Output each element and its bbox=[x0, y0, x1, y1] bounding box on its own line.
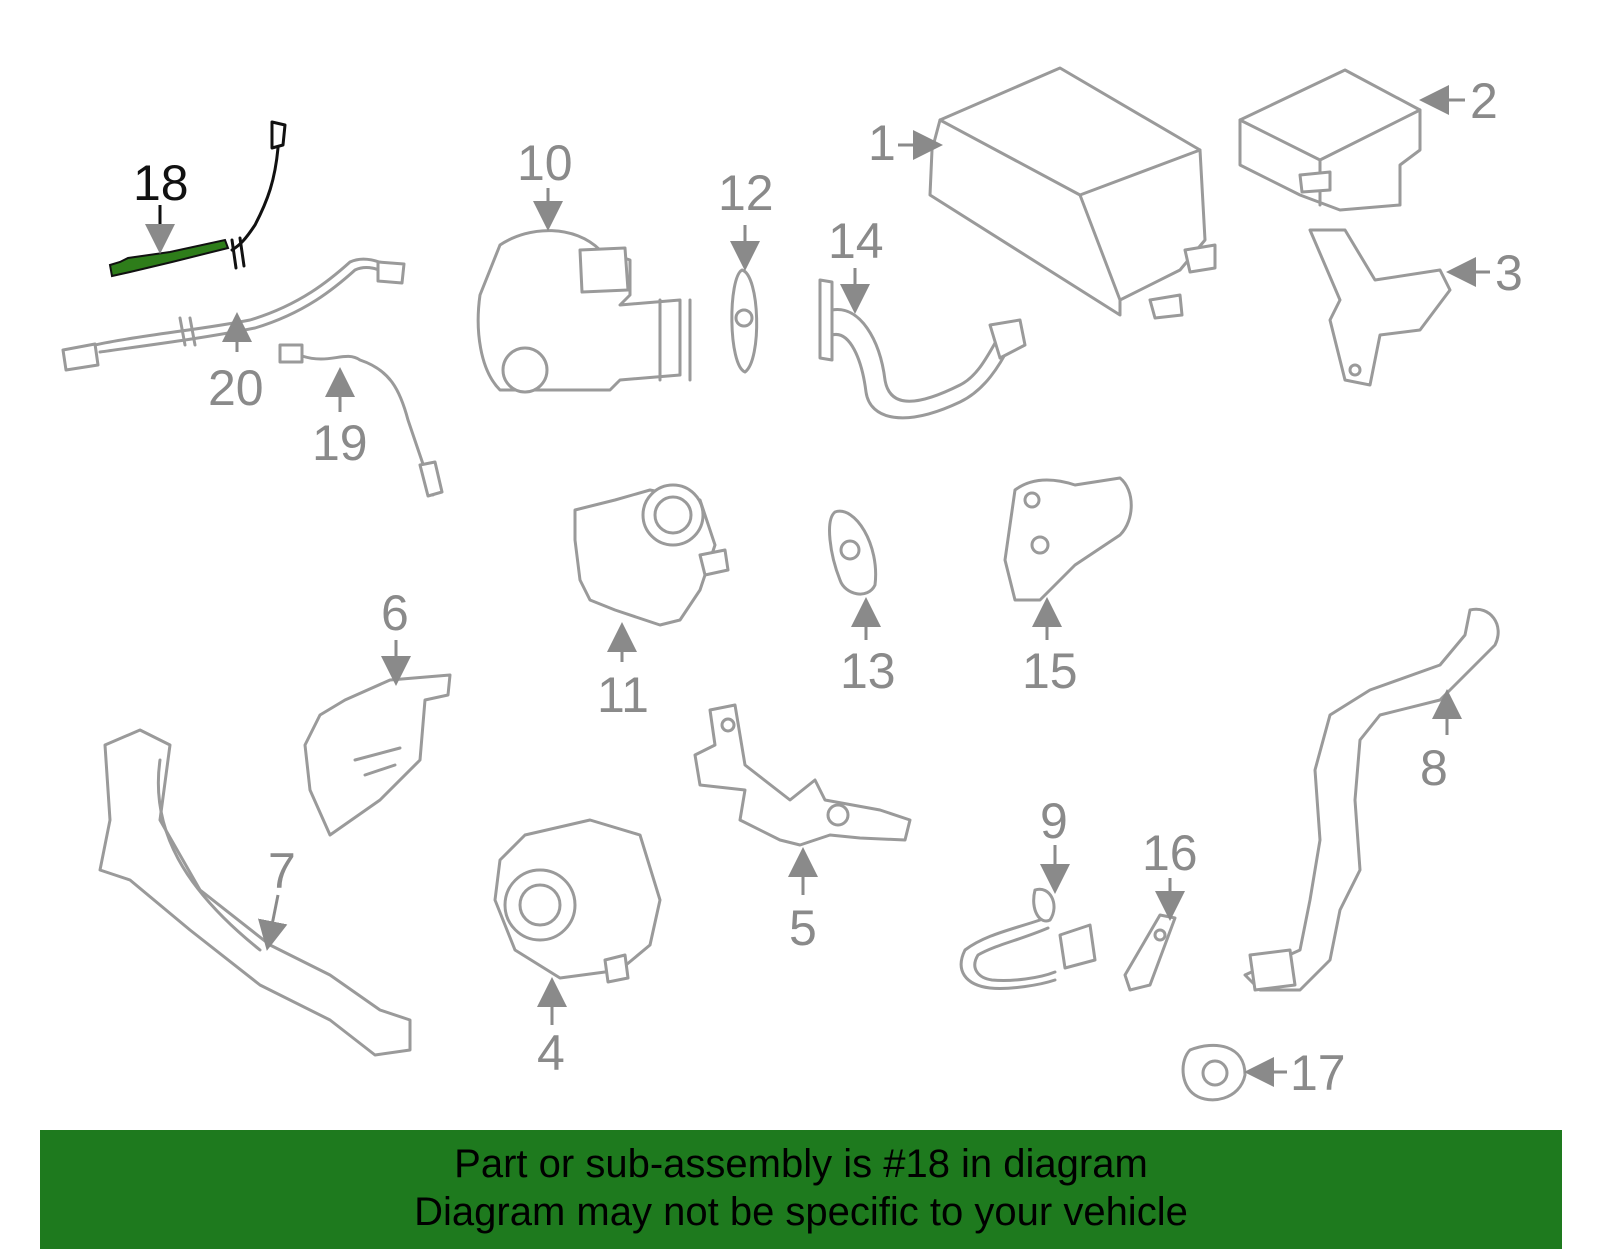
part-label-10: 10 bbox=[517, 135, 573, 191]
info-banner: Part or sub-assembly is #18 in diagram D… bbox=[40, 1130, 1562, 1249]
part-label-4: 4 bbox=[537, 1025, 565, 1081]
part-label-5: 5 bbox=[789, 900, 817, 956]
part-11-valve[interactable] bbox=[573, 483, 730, 627]
part-label-17: 17 bbox=[1290, 1045, 1346, 1101]
part-label-19: 19 bbox=[312, 415, 368, 471]
banner-line-1: Part or sub-assembly is #18 in diagram bbox=[454, 1142, 1148, 1186]
part-label-15: 15 bbox=[1022, 643, 1078, 699]
part-label-9: 9 bbox=[1040, 793, 1068, 849]
part-8-pipe[interactable] bbox=[1243, 607, 1500, 992]
part-4-air-pump[interactable] bbox=[493, 818, 662, 984]
part-label-11: 11 bbox=[597, 667, 649, 723]
banner-line-2: Diagram may not be specific to your vehi… bbox=[414, 1190, 1188, 1234]
part-20-harness[interactable] bbox=[61, 257, 406, 372]
part-1-canister[interactable] bbox=[928, 66, 1217, 320]
part-7-pipe[interactable] bbox=[98, 728, 412, 1057]
part-label-20: 20 bbox=[208, 360, 264, 416]
part-3-bracket[interactable] bbox=[1308, 228, 1452, 387]
part-label-12: 12 bbox=[718, 165, 774, 221]
part-10-valve[interactable] bbox=[476, 229, 692, 394]
part-2-box[interactable] bbox=[1238, 68, 1422, 212]
part-label-16: 16 bbox=[1142, 825, 1198, 881]
part-13-gasket[interactable] bbox=[828, 509, 878, 596]
part-label-13: 13 bbox=[840, 643, 896, 699]
part-label-14: 14 bbox=[828, 213, 884, 269]
part-6-heat-shield[interactable] bbox=[303, 673, 452, 837]
part-label-6: 6 bbox=[381, 585, 409, 641]
part-label-8: 8 bbox=[1420, 740, 1448, 796]
part-label-1: 1 bbox=[868, 115, 896, 171]
part-label-7: 7 bbox=[268, 843, 296, 899]
part-9-hose[interactable] bbox=[959, 887, 1097, 990]
part-15-valve[interactable] bbox=[1003, 476, 1133, 602]
part-18-oxygen-sensor[interactable] bbox=[108, 120, 287, 278]
part-label-18: 18 bbox=[133, 155, 189, 211]
part-17-gasket[interactable] bbox=[1181, 1043, 1247, 1102]
part-5-bracket[interactable] bbox=[693, 703, 912, 847]
part-label-3: 3 bbox=[1495, 245, 1523, 301]
part-14-pipe[interactable] bbox=[818, 278, 1027, 420]
arrow-7 bbox=[257, 894, 288, 951]
part-12-gasket[interactable] bbox=[730, 268, 759, 374]
part-label-2: 2 bbox=[1470, 73, 1498, 129]
part-19-sensor[interactable] bbox=[278, 343, 444, 498]
part-16-gasket[interactable] bbox=[1123, 913, 1177, 992]
